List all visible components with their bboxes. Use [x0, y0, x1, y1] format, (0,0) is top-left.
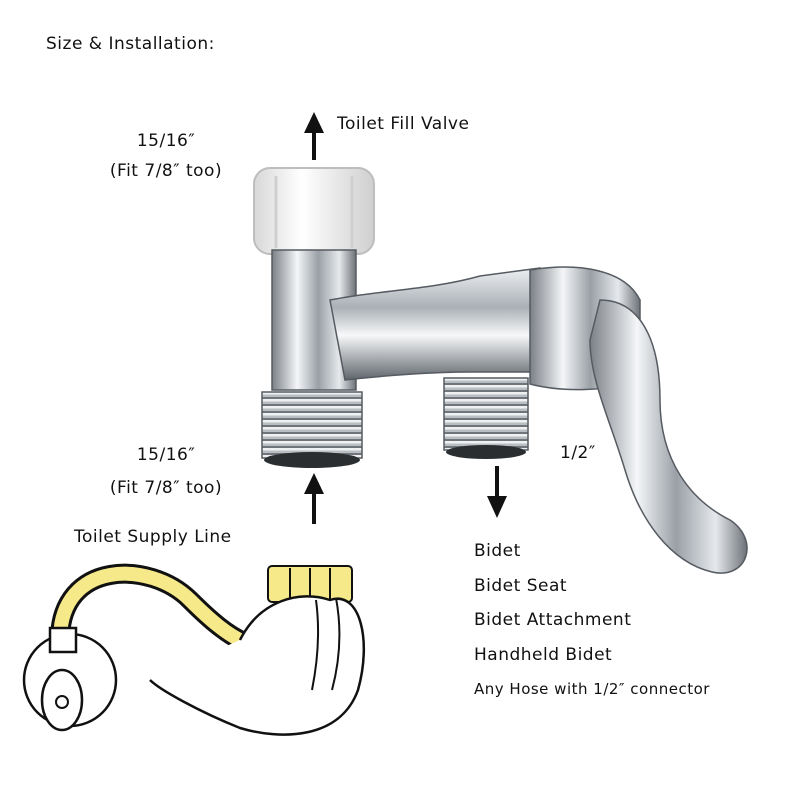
supply-line-sketch: [22, 563, 365, 736]
top-port-fit-note: (Fit 7/8″ too): [109, 161, 223, 181]
heading: Size & Installation:: [46, 34, 215, 54]
valve-arm: [329, 267, 541, 381]
top-port-size: 15/16″: [136, 131, 196, 151]
list-item: Bidet Attachment: [474, 610, 632, 630]
valve-lever: [589, 299, 748, 574]
list-item: Handheld Bidet: [474, 644, 613, 665]
side-thread: [443, 377, 529, 459]
bottom-port-size: 15/16″: [136, 445, 196, 465]
list-item: Bidet Seat: [474, 575, 568, 596]
list-item: Bidet: [474, 541, 521, 561]
side-port-size: 1/2″: [560, 443, 596, 463]
arrow-up-bottom: [304, 473, 324, 524]
bottom-port-target: Toilet Supply Line: [74, 527, 232, 547]
arrow-up-top: [304, 112, 324, 160]
top-port-target: Toilet Fill Valve: [337, 114, 470, 134]
list-item: Any Hose with 1/2″ connector: [474, 680, 710, 698]
top-nut: [253, 167, 375, 255]
arrow-down-side: [487, 466, 507, 518]
compatible-list: Bidet Bidet Seat Bidet Attachment Handhe…: [474, 534, 710, 707]
bottom-port-fit-note: (Fit 7/8″ too): [109, 478, 223, 498]
bottom-thread: [261, 391, 363, 468]
